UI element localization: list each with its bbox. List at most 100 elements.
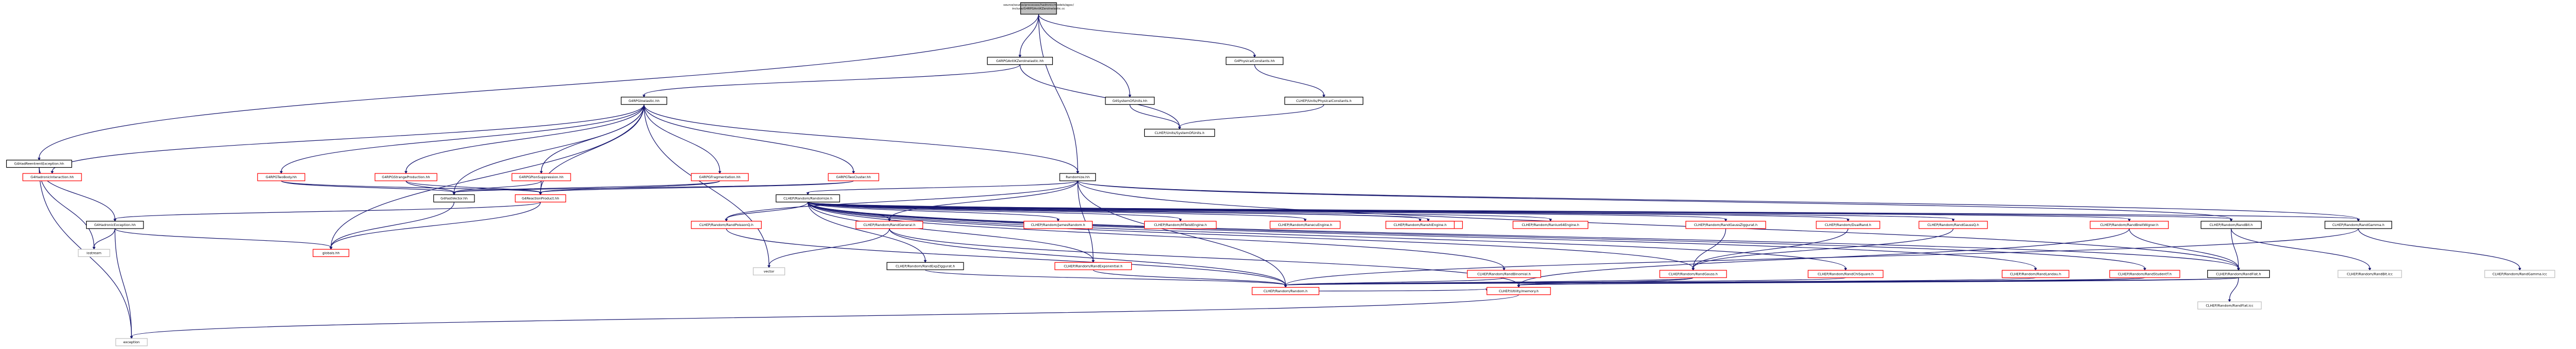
edge-arrowhead	[1178, 219, 1182, 222]
edge-line	[453, 180, 854, 193]
graph-node-clhep-randomize-h[interactable]: CLHEP/Random/Randomize.h	[775, 194, 840, 203]
edge-arrowhead	[1178, 127, 1181, 130]
graph-node-g4rpgtwocluster-hh[interactable]: G4RPGTwoCluster.hh	[827, 173, 880, 181]
node-label-line: include/G4RPGAntiKZeroInelastic.cc	[1012, 7, 1065, 11]
graph-node-dualrand-h[interactable]: CLHEP/Random/DualRand.h	[1816, 221, 1880, 229]
include-edge	[889, 228, 1287, 288]
edge-arrowhead	[1951, 219, 1955, 222]
graph-node-randgaussq-h[interactable]: CLHEP/Random/RandGaussQ.h	[1918, 221, 1988, 229]
edge-line	[644, 104, 854, 172]
edge-line	[808, 202, 1846, 269]
include-edge	[808, 202, 927, 263]
graph-node-randbit-h[interactable]: CLHEP/Random/RandBit.h	[2200, 221, 2262, 229]
node-box	[2109, 270, 2180, 278]
graph-node-random-h[interactable]: CLHEP/Random/Random.h	[1251, 287, 1320, 295]
graph-node-iostream[interactable]: iostream	[78, 249, 110, 257]
graph-node-clhep-systemofunits-h[interactable]: CLHEP/Units/SystemOfUnits.h	[1144, 129, 1215, 137]
graph-node-randexponential-h[interactable]: CLHEP/Random/RandExponential.h	[1054, 262, 1132, 270]
node-label: CLHEP/Random/RandGaussZiggurat.h	[1694, 223, 1757, 227]
edge-line	[1019, 64, 1180, 127]
graph-node-randgamma-icc[interactable]: CLHEP/Random/RandGamma.icc	[2484, 270, 2556, 278]
edge-arrowhead	[2127, 219, 2131, 222]
edge-line	[115, 201, 541, 220]
graph-node-randflat-icc[interactable]: CLHEP/Random/RandFlat.icc	[2197, 301, 2262, 310]
edge-arrowhead	[404, 171, 408, 174]
node-label: CLHEP/Random/RanecuEngine.h	[1278, 223, 1332, 227]
graph-node-g4rpgtwobody-hh[interactable]: G4RPGTwoBody.hh	[257, 173, 305, 181]
node-label: CLHEP/Random/RandBit.icc	[2347, 272, 2393, 276]
graph-node-g4rpgantikzeroinelastic-hh[interactable]: G4RPGAntiKZeroInelastic.hh	[987, 57, 1053, 65]
node-box	[22, 173, 82, 181]
graph-node-mtwistengine-h[interactable]: CLHEP/Random/MTwistEngine.h	[1144, 221, 1217, 229]
edge-line	[644, 64, 1020, 96]
graph-node-randflat-h[interactable]: CLHEP/Random/RandFlat.h	[2207, 270, 2270, 278]
node-label: CLHEP/Random/RandPoissonQ.h	[699, 223, 753, 227]
graph-node-exception[interactable]: exception	[115, 338, 148, 346]
graph-node-g4hadreentrentexception-hh[interactable]: G4HadReentrentException.hh	[6, 159, 73, 168]
graph-node-randbreitwigner-h[interactable]: CLHEP/Random/RandBreitWigner.h	[2089, 221, 2169, 229]
edge-line	[131, 294, 1519, 337]
graph-node-randbit-icc[interactable]: CLHEP/Random/RandBit.icc	[2337, 270, 2402, 278]
edge-line	[808, 201, 1421, 220]
graph-node-ranlux64engine-h[interactable]: CLHEP/Random/Ranlux64Engine.h	[1513, 221, 1589, 229]
graph-node-g4rpgpionsuppression-hh[interactable]: G4RPGPionSuppression.hh	[511, 173, 571, 181]
edge-line	[2231, 228, 2371, 269]
graph-node-g4fastvector-hh[interactable]: G4FastVector.hh	[433, 194, 475, 203]
graph-node-vector[interactable]: vector	[753, 267, 785, 275]
edge-line	[453, 180, 542, 193]
graph-node-randgeneral-h[interactable]: CLHEP/Random/RandGeneral.h	[855, 221, 923, 229]
graph-node-clhep-physicalconstants-h[interactable]: CLHEP/Units/PhysicalConstants.h	[1284, 97, 1363, 105]
include-edge	[115, 228, 333, 250]
include-edge	[644, 104, 1080, 174]
graph-node-globals-hh[interactable]: globals.hh	[313, 249, 349, 257]
graph-node-ranshiengine-h[interactable]: CLHEP/Random/RanshiEngine.h	[1385, 221, 1455, 229]
graph-node-randomize-hh[interactable]: Randomize.hh	[1059, 173, 1096, 181]
include-edge	[37, 14, 1039, 161]
include-edge	[1691, 228, 1954, 271]
edge-line	[2129, 228, 2239, 269]
node-box	[1816, 221, 1880, 229]
edge-arrowhead	[1846, 219, 1850, 222]
graph-node-g4physicalconstants-hh[interactable]: G4PhysicalConstants.hh	[1225, 57, 1284, 65]
graph-node-randchisquare-h[interactable]: CLHEP/Random/RandChiSquare.h	[1807, 270, 1884, 278]
graph-node-randbinomial-h[interactable]: CLHEP/Random/RandBinomial.h	[1467, 270, 1542, 278]
graph-node-randgamma-h[interactable]: CLHEP/Random/RandGamma.h	[2324, 221, 2392, 229]
node-box	[1486, 287, 1551, 295]
edge-line	[925, 269, 1286, 286]
edge-arrowhead	[1076, 171, 1080, 174]
graph-node-g4hadronicexception-hh[interactable]: G4HadronicException.hh	[86, 221, 144, 229]
edge-arrowhead	[1517, 285, 1520, 288]
graph-node-jamesrandom-h[interactable]: CLHEP/Random/JamesRandom.h	[1023, 221, 1093, 229]
graph-node-randexpziggurat-h[interactable]: CLHEP/Random/RandExpZiggurat.h	[886, 262, 964, 270]
edge-line	[644, 104, 720, 172]
edge-line	[51, 104, 645, 172]
graph-node-ranecuengine-h[interactable]: CLHEP/Random/RanecuEngine.h	[1269, 221, 1341, 229]
include-edge	[808, 202, 2037, 271]
graph-node-randstudentt-h[interactable]: CLHEP/Random/RandStudentT.h	[2109, 270, 2180, 278]
graph-node-randgaussziggurat-h[interactable]: CLHEP/Random/RandGaussZiggurat.h	[1685, 221, 1766, 229]
graph-node-g4rpgfragmentation-hh[interactable]: G4RPGFragmentation.hh	[691, 173, 749, 181]
graph-node-g4rpginelastic-hh[interactable]: G4RPGInelastic.hh	[620, 97, 667, 105]
edge-line	[406, 180, 541, 193]
include-edge	[808, 201, 1552, 222]
edge-arrowhead	[1018, 55, 1022, 58]
include-edge	[808, 201, 2233, 222]
graph-node-randlandau-h[interactable]: CLHEP/Random/RandLandau.h	[2002, 270, 2070, 278]
graph-node-randgauss-h[interactable]: CLHEP/Random/RandGauss.h	[1659, 270, 1727, 278]
include-edge	[1284, 228, 2359, 288]
graph-node-g4systemofunits-hh[interactable]: G4SystemOfUnits.hh	[1105, 97, 1155, 105]
edge-arrowhead	[1426, 219, 1430, 222]
include-edge	[808, 201, 1307, 222]
graph-node-randpoissonq-h[interactable]: CLHEP/Random/RandPoissonQ.h	[691, 221, 762, 229]
edge-arrowhead	[2228, 299, 2231, 303]
graph-node-g4reactionproduct-hh[interactable]: G4ReactionProduct.hh	[514, 194, 566, 203]
include-edge	[2358, 228, 2521, 271]
graph-node-g4rpgstrangeproduction-hh[interactable]: G4RPGStrangeProduction.hh	[375, 173, 438, 181]
node-label-line: source/source/processes/hadronic/models/…	[1003, 4, 1074, 7]
node-box	[514, 194, 566, 203]
graph-node-g4hadronicinteraction-hh[interactable]: G4HadronicInteraction.hh	[22, 173, 82, 181]
include-edge	[540, 104, 645, 174]
graph-node-memory-h[interactable]: CLHEP/Utility/memory.h	[1486, 287, 1551, 295]
edge-line	[808, 201, 2359, 220]
node-label: G4FastVector.hh	[440, 197, 468, 201]
